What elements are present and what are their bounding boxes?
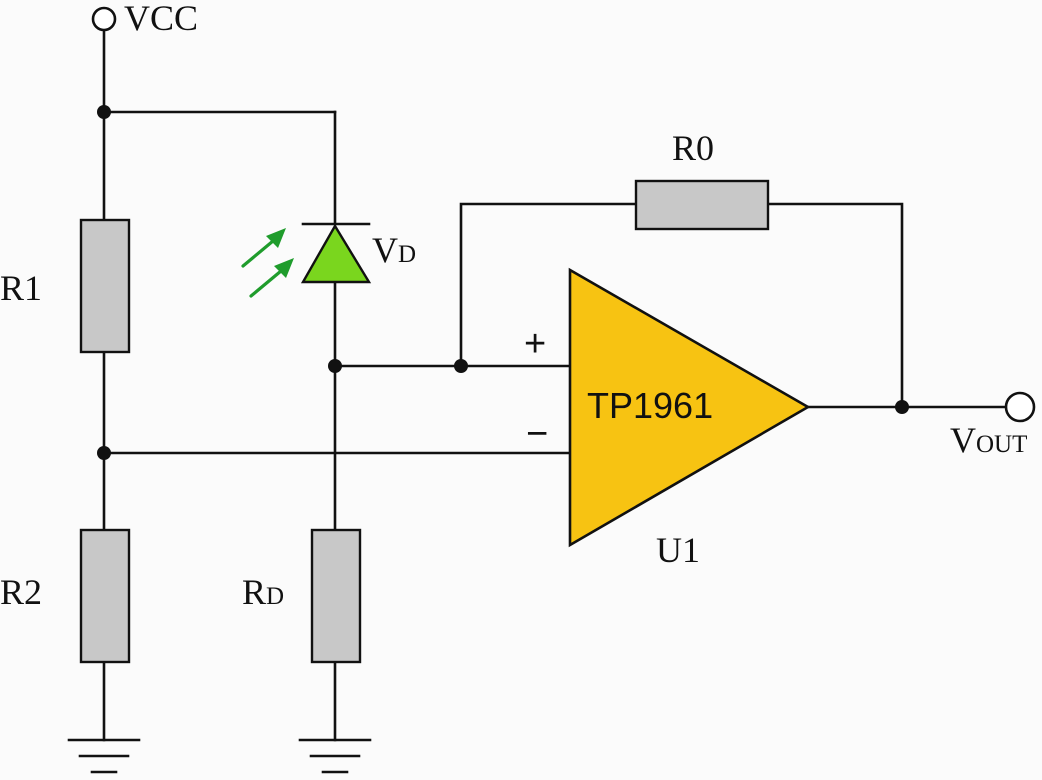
label-opamp: TP1961 <box>587 385 713 426</box>
label-r1: R1 <box>0 268 42 308</box>
label-r0: R0 <box>672 128 714 168</box>
label-minus-input: − <box>526 413 548 455</box>
junction-feedback-input <box>454 359 468 373</box>
resistor-rd <box>310 528 362 664</box>
terminal-circle-icon <box>91 6 117 32</box>
label-vd: VD <box>372 230 416 270</box>
label-u1: U1 <box>656 530 700 570</box>
label-plus-input: + <box>524 323 546 365</box>
wire-feedback-right <box>766 202 904 409</box>
junction-output <box>895 400 909 414</box>
label-rd-main: R <box>242 572 266 612</box>
wires <box>102 28 1008 742</box>
junction-diode-node <box>328 359 342 373</box>
ground-icon <box>298 738 372 774</box>
label-vd-main: V <box>372 230 398 270</box>
label-rd: RD <box>242 572 284 612</box>
ground-icon <box>67 738 141 774</box>
label-vd-sub: D <box>398 241 416 268</box>
label-vout-sub: OUT <box>976 431 1027 458</box>
resistor-r1 <box>79 218 131 354</box>
opamp-triangle-icon <box>568 267 811 548</box>
junction-divider <box>97 446 111 460</box>
junction-vcc <box>97 105 111 119</box>
wire-feedback-left <box>459 202 638 368</box>
label-vout: VOUT <box>950 420 1027 460</box>
resistor-r0 <box>634 179 770 231</box>
terminal-circle-icon <box>1004 391 1036 423</box>
label-vcc: VCC <box>124 0 198 38</box>
junctions <box>97 105 909 460</box>
photodiode-icon <box>300 222 372 284</box>
resistor-r2 <box>79 528 131 664</box>
light-arrow-icon <box>241 228 294 298</box>
label-rd-sub: D <box>266 583 284 610</box>
label-r2: R2 <box>0 572 42 612</box>
label-vout-main: V <box>950 420 976 460</box>
